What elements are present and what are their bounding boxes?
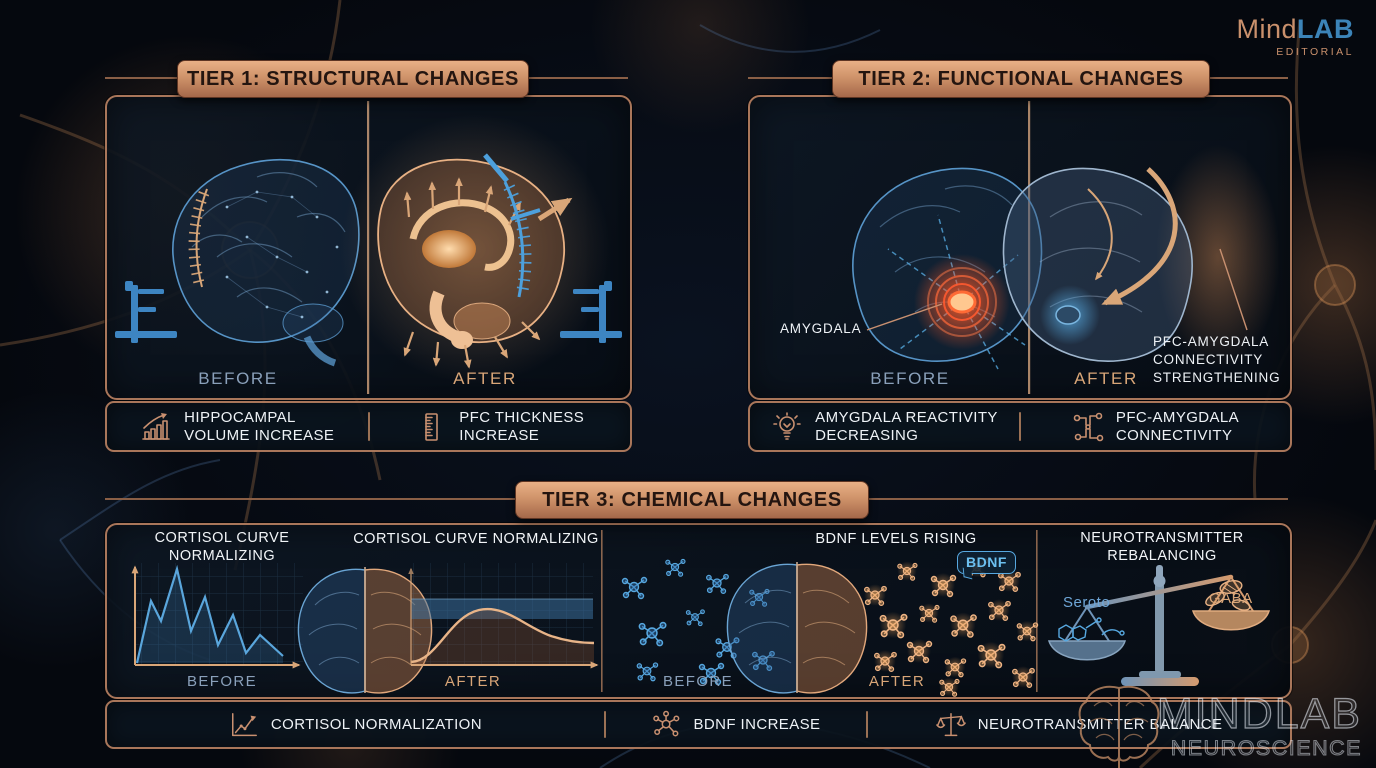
tier2-after-label: AFTER <box>1074 369 1138 388</box>
bdnf-badge: BDNF <box>957 551 1016 574</box>
molecule-icon <box>652 710 679 736</box>
cortisol-before-chart <box>131 563 303 669</box>
tier3-caption-cortisol: CORTISOL NORMALIZATION <box>107 710 604 740</box>
annotation-line: CONNECTIVITY <box>1153 352 1264 368</box>
growth-chart-icon <box>142 412 170 440</box>
caliper-icon-left <box>115 281 177 343</box>
caption-line: CORTISOL NORMALIZATION <box>270 716 482 733</box>
serotonin-label: Seroto <box>1063 594 1111 611</box>
caption-divider <box>603 710 606 739</box>
circuit-connectivity-icon <box>1073 412 1104 441</box>
tier2-before-label: BEFORE <box>870 369 950 388</box>
caption-divider <box>367 411 370 442</box>
mindlab-editorial-logo: MindLAB EDITORIAL <box>1236 14 1354 58</box>
thalamus-glow <box>422 230 476 268</box>
caption-line: DECREASING <box>815 426 919 444</box>
brain-outline-icon <box>1078 685 1160 768</box>
tier3-header: TIER 3: CHEMICAL CHANGES <box>515 481 869 519</box>
line-chart-icon <box>231 712 257 736</box>
ruler-icon <box>425 412 439 441</box>
caption-line: BDNF INCREASE <box>693 716 821 733</box>
tier1-before-label: BEFORE <box>198 369 278 388</box>
serotonin-molecules <box>1058 617 1125 642</box>
title-line: REBALANCING <box>1107 548 1217 565</box>
bdnf-split-brain <box>726 562 868 694</box>
pfc-amygdala-arrow <box>1101 167 1178 306</box>
annotation-line: PFC-AMYGDALA <box>1153 334 1270 349</box>
lightbulb-icon <box>773 411 801 440</box>
tier1-brain-illustration <box>115 101 622 394</box>
watermark-line2: NEUROSCIENCE <box>1170 736 1362 761</box>
mindlab-neuroscience-watermark: MINDLAB NEUROSCIENCE <box>1156 690 1362 762</box>
caption-line: PFC THICKNESS <box>459 408 585 426</box>
annotation-line: STRENGTHENING <box>1153 370 1281 386</box>
gaba-molecules <box>1205 580 1251 611</box>
neurotransmitter-title: NEUROTRANSMITTER REBALANCING <box>1080 529 1243 565</box>
title-line: NORMALIZING <box>168 548 276 565</box>
cortisol-before-label: BEFORE <box>186 673 258 690</box>
caliper-icon-right <box>560 281 622 343</box>
caption-line: AMYGDALA REACTIVITY <box>815 408 998 426</box>
bdnf-after-label: AFTER <box>868 673 926 690</box>
tier3-title: TIER 3: CHEMICAL CHANGES <box>542 488 842 511</box>
tier2-title: TIER 2: FUNCTIONAL CHANGES <box>858 67 1184 90</box>
gaba-label: GABA <box>1209 590 1253 607</box>
tier1-title: TIER 1: STRUCTURAL CHANGES <box>187 67 519 90</box>
tier2-panel <box>748 95 1292 400</box>
caption-line: PFC-AMYGDALA <box>1115 408 1240 426</box>
amygdala-leader-line <box>866 303 943 331</box>
tier2-brain-illustration <box>852 101 1280 394</box>
growth-arrow-large <box>537 197 573 222</box>
logo-lab: LAB <box>1297 14 1354 44</box>
measurement-ruler-left <box>195 188 208 288</box>
pfc-leader-line <box>1219 248 1248 331</box>
tier1-header: TIER 1: STRUCTURAL CHANGES <box>177 60 529 98</box>
title-line: CORTISOL CURVE <box>154 530 290 546</box>
caption-line: HIPPOCAMPAL <box>184 408 296 426</box>
measurement-ruler-right <box>483 153 541 298</box>
cortisol-before-title: CORTISOL CURVE NORMALIZING <box>155 529 290 565</box>
balance-scale-icon <box>935 712 966 736</box>
tier1-panel <box>105 95 632 400</box>
logo-subtitle: EDITORIAL <box>1276 46 1354 58</box>
expansion-arrows <box>403 177 541 369</box>
logo-mind: Mind <box>1236 14 1297 44</box>
caption-line: VOLUME INCREASE <box>184 426 335 444</box>
caption-divider <box>866 710 869 739</box>
caption-line: INCREASE <box>459 426 540 444</box>
tier1-after-label: AFTER <box>453 369 517 388</box>
tier3-chemical-illustration <box>131 530 1271 697</box>
tier3-panel <box>105 523 1292 699</box>
tier2-header: TIER 2: FUNCTIONAL CHANGES <box>832 60 1210 98</box>
tier3-caption-bdnf: BDNF INCREASE <box>606 710 866 740</box>
cortisol-after-title: CORTISOL CURVE NORMALIZING <box>353 531 599 547</box>
bdnf-title: BDNF LEVELS RISING <box>815 531 977 547</box>
cortisol-after-chart <box>408 563 599 669</box>
pfc-annotation: PFC-AMYGDALA CONNECTIVITY STRENGTHENING <box>1153 333 1280 388</box>
caption-divider <box>1019 411 1021 442</box>
watermark-line1: MINDLAB <box>1156 690 1362 739</box>
cortisol-after-label: AFTER <box>444 673 502 690</box>
caption-line: NEUROTRANSMITTER BALANCE <box>977 716 1223 733</box>
title-line: NEUROTRANSMITTER <box>1080 530 1244 546</box>
tier3-caption-bar: CORTISOL NORMALIZATION BDNF INCREASE <box>105 700 1292 749</box>
bdnf-before-label: BEFORE <box>662 673 734 690</box>
caption-line: CONNECTIVITY <box>1115 426 1233 444</box>
tier3-caption-neurotransmitter: NEUROTRANSMITTER BALANCE <box>868 710 1290 740</box>
neurotransmitter-balance-scale <box>1047 565 1271 686</box>
amygdala-annotation: AMYGDALA <box>780 321 862 336</box>
